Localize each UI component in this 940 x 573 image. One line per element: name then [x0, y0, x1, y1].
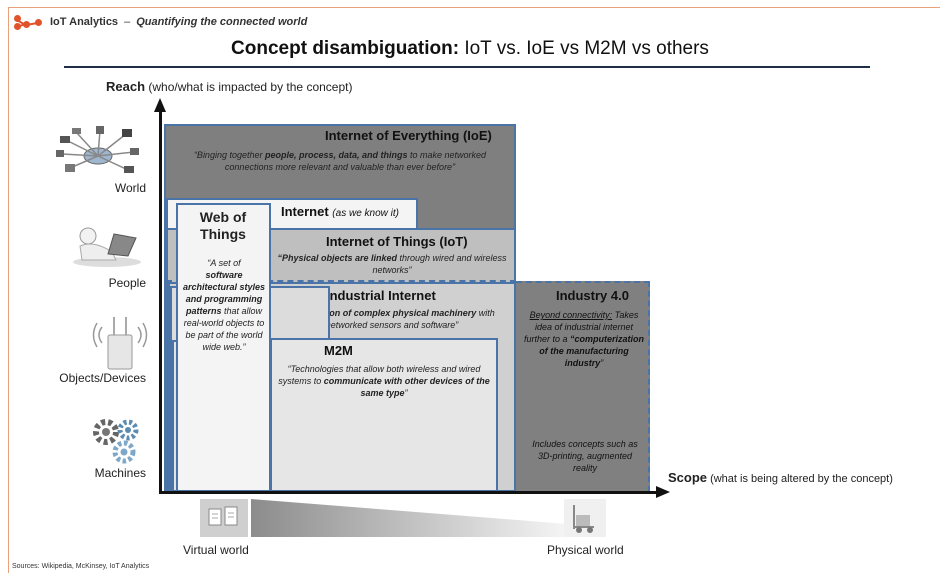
y-axis-label-bold: Reach: [106, 79, 146, 94]
y-axis-label-rest: (who/what is impacted by the concept): [145, 80, 353, 94]
person-laptop-icon: [73, 227, 141, 267]
category-world: World: [114, 181, 146, 195]
network-globe-icon: [56, 126, 139, 173]
wireless-router-icon: [92, 317, 148, 370]
brand-separator: –: [124, 16, 131, 28]
m2m-quote: “Technologies that allow both wireless a…: [278, 364, 490, 398]
brand-header: IoT Analytics – Quantifying the connecte…: [14, 14, 307, 30]
industry40-box: [516, 281, 650, 492]
industrial-internet-quote: “Integration of complex physical machine…: [289, 308, 495, 330]
internet-title: Internet (as we know it): [281, 204, 399, 219]
industry40-title: Industry 4.0: [556, 288, 629, 303]
industry40-note: Includes concepts such as 3D-printing, a…: [532, 439, 638, 473]
ioe-quote: “Binging together people, process, data,…: [193, 150, 487, 172]
x-axis-line: [159, 491, 659, 494]
documents-icon: [200, 499, 248, 537]
category-machines: Machines: [94, 466, 146, 480]
m2m-box: [270, 338, 498, 492]
industrial-internet-title: Industrial Internet: [326, 288, 436, 303]
iot-dashed-bottom: [166, 280, 516, 282]
y-axis-label: Reach (who/what is impacted by the conce…: [106, 79, 352, 94]
brand-name: IoT Analytics: [50, 16, 119, 28]
category-people: People: [108, 276, 146, 290]
title-underline: [64, 66, 870, 68]
virtual-world-label: Virtual world: [183, 543, 249, 557]
x-axis-arrow: [656, 486, 670, 498]
category-objects-devices: Objects/Devices: [59, 371, 146, 385]
forklift-icon: [564, 499, 606, 537]
page-title-bold: Concept disambiguation:: [231, 38, 460, 59]
industry40-description: Beyond connectivity: Takes idea of indus…: [523, 310, 645, 368]
m2m-title: M2M: [324, 343, 353, 358]
x-axis-label: Scope (what is being altered by the conc…: [668, 470, 893, 485]
ioe-title: Internet of Everything (IoE): [325, 128, 492, 143]
iot-quote: “Physical objects are linked through wir…: [277, 253, 507, 275]
web-of-things-title: Web of Things: [199, 209, 247, 242]
iot-analytics-logo-icon: [14, 14, 44, 30]
y-axis-line: [159, 110, 162, 494]
brand-tagline: Quantifying the connected world: [136, 16, 308, 28]
gears-icon: [93, 419, 139, 464]
frame-top-border: [8, 7, 940, 8]
frame-left-border: [8, 7, 9, 573]
page-title-rest: IoT vs. IoE vs M2M vs others: [459, 38, 709, 59]
iot-title: Internet of Things (IoT): [326, 234, 468, 249]
web-of-things-box: [176, 203, 271, 492]
physical-world-label: Physical world: [547, 543, 624, 557]
sources-note: Sources: Wikipedia, McKinsey, IoT Analyt…: [12, 563, 150, 570]
y-axis-arrow: [154, 98, 166, 112]
x-axis-label-rest: (what is being altered by the concept): [707, 473, 893, 485]
page-title: Concept disambiguation: IoT vs. IoE vs M…: [0, 38, 940, 60]
virtual-to-physical-gradient: [251, 499, 564, 537]
x-axis-label-bold: Scope: [668, 470, 708, 485]
